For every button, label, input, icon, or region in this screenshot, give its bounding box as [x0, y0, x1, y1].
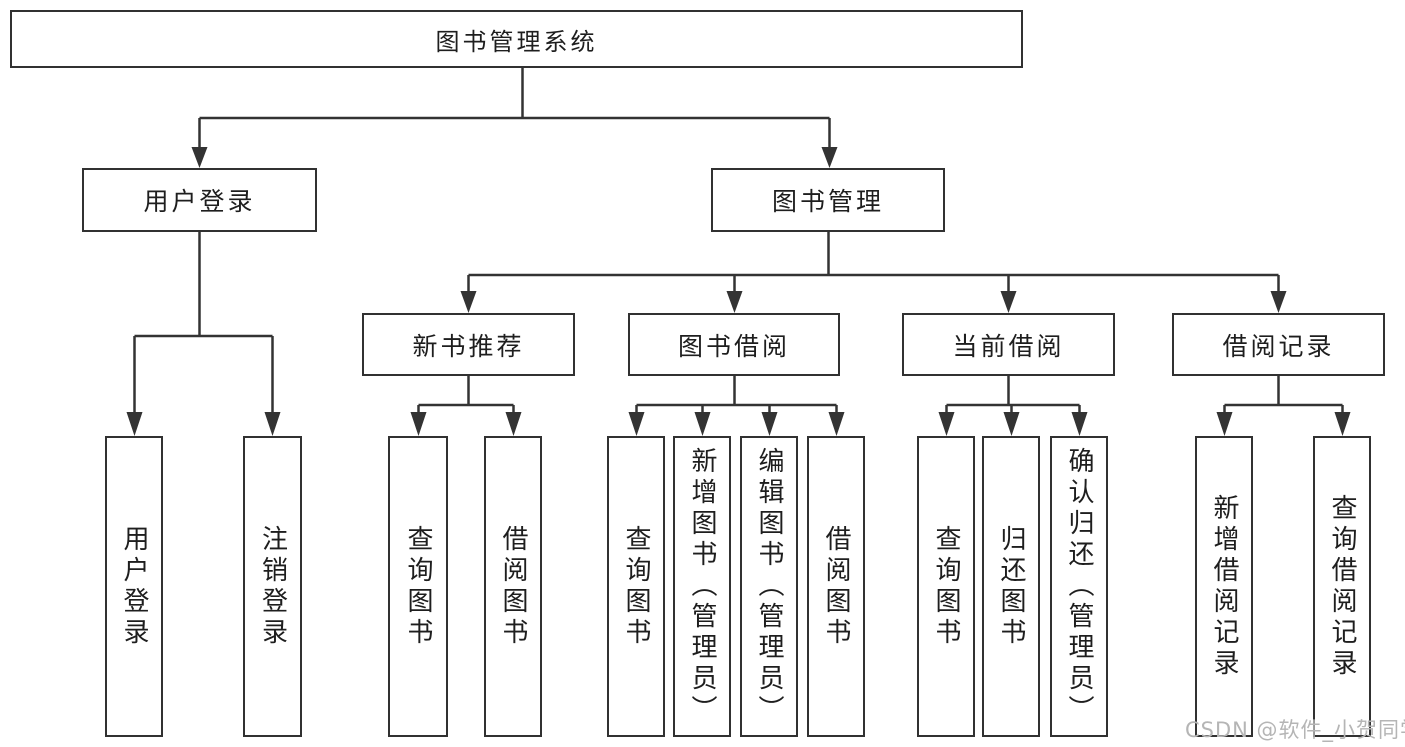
leaf-label: 查询图书: [931, 524, 961, 649]
node-label: 当前借阅: [952, 331, 1065, 361]
leaf-label: 新增借阅记录: [1209, 493, 1239, 680]
node-book-management: 图书管理: [711, 168, 945, 232]
leaf-label: 用户登录: [119, 524, 149, 649]
leaf-confirm-return-admin: 确认归还（管理员）: [1050, 436, 1108, 737]
node-label: 借阅记录: [1222, 331, 1335, 361]
leaf-add-books-admin: 新增图书（管理员）: [673, 436, 731, 737]
leaf-return-books: 归还图书: [982, 436, 1040, 737]
leaf-label: 归还图书: [996, 524, 1026, 649]
leaf-edit-books-admin: 编辑图书（管理员）: [740, 436, 798, 737]
node-library-management-system: 图书管理系统: [10, 10, 1023, 68]
leaf-label: 确认归还（管理员）: [1064, 447, 1094, 726]
leaf-label: 借阅图书: [821, 524, 851, 649]
csdn-watermark: CSDN @软件_小贺同学: [1185, 718, 1405, 742]
node-label: 图书借阅: [677, 331, 790, 361]
node-book-borrowing: 图书借阅: [628, 313, 840, 376]
node-borrowing-records: 借阅记录: [1172, 313, 1385, 376]
leaf-label: 查询图书: [403, 524, 433, 649]
arrowheads: [126, 147, 1351, 436]
node-current-borrowing: 当前借阅: [902, 313, 1115, 376]
leaf-logout: 注销登录: [243, 436, 302, 737]
leaf-add-borrow-record: 新增借阅记录: [1195, 436, 1253, 737]
node-label: 图书管理: [771, 187, 884, 216]
leaf-borrow-books: 借阅图书: [807, 436, 865, 737]
node-new-book-recommend: 新书推荐: [362, 313, 575, 376]
node-user-login: 用户登录: [82, 168, 317, 232]
leaf-user-login: 用户登录: [105, 436, 163, 737]
node-label: 用户登录: [143, 187, 256, 216]
leaf-label: 编辑图书（管理员）: [754, 447, 784, 726]
leaf-query-books-current: 查询图书: [917, 436, 975, 737]
leaf-label: 查询图书: [621, 524, 651, 649]
leaf-query-books-recommend: 查询图书: [388, 436, 448, 737]
leaf-label: 查询借阅记录: [1327, 493, 1357, 680]
node-label: 图书管理系统: [435, 27, 598, 56]
leaf-label: 注销登录: [257, 524, 288, 649]
leaf-query-books-borrow: 查询图书: [607, 436, 665, 737]
tree-edges: [133, 68, 1344, 416]
leaf-borrow-books-recommend: 借阅图书: [484, 436, 542, 737]
node-label: 新书推荐: [412, 331, 525, 361]
leaf-label: 借阅图书: [498, 524, 528, 649]
leaf-label: 新增图书（管理员）: [687, 447, 717, 726]
leaf-query-borrow-record: 查询借阅记录: [1313, 436, 1371, 737]
